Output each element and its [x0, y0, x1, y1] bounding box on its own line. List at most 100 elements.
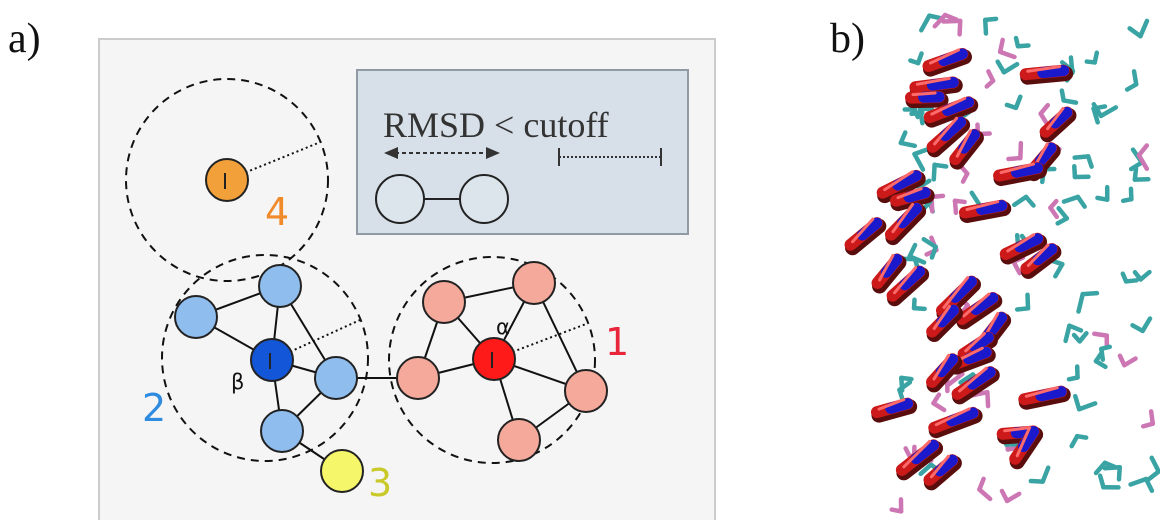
molecule-bond [1046, 106, 1065, 131]
molecule-bond [1049, 106, 1073, 129]
molecule-bond [1028, 478, 1046, 484]
molecule-bond [1048, 198, 1059, 211]
cluster-1-label: 1 [605, 320, 629, 364]
molecule-bond [958, 129, 980, 154]
molecule-bond [917, 106, 925, 126]
molecule-bond [929, 454, 950, 479]
molecule-bond [1037, 65, 1070, 79]
molecule-bond [932, 353, 951, 381]
cluster-2-nodes [174, 264, 358, 453]
cluster-1-nodes [396, 261, 608, 462]
cluster-2-label: 2 [142, 386, 166, 430]
molecule-bond [907, 254, 927, 265]
node-1 [396, 356, 440, 400]
molecule-bond [932, 162, 949, 169]
molecule-bond [918, 462, 934, 477]
molecule-bond [1076, 401, 1098, 412]
molecule-bond [1013, 35, 1021, 49]
molecule-bond [939, 116, 967, 142]
molecule-bond [977, 487, 993, 502]
molecule-bond [958, 372, 976, 385]
molecule-bond [941, 96, 975, 116]
molecule-bond [1124, 82, 1139, 92]
molecule-bond [915, 76, 951, 86]
molecule-bond [1116, 465, 1122, 482]
node-1-center [472, 337, 516, 381]
node-2 [314, 356, 358, 400]
molecule-bond [1127, 26, 1143, 39]
molecule-bond [1132, 270, 1143, 282]
molecule-bond [982, 312, 1008, 341]
molecule-bond [856, 217, 883, 241]
cluster-3-label: 3 [368, 461, 392, 505]
molecule-bond [997, 49, 1017, 60]
node-2 [174, 295, 218, 339]
molecule-bond [880, 253, 903, 278]
cutoff-bar-icon [558, 148, 662, 166]
molecule-bond [908, 58, 921, 66]
molecule-bond [930, 96, 967, 116]
molecule-bond [899, 375, 914, 382]
molecule-bond [984, 78, 996, 89]
molecule-bond [1025, 292, 1031, 311]
molecule-bond [952, 198, 967, 205]
molecule-bond [1006, 233, 1036, 253]
alpha-label: α [496, 315, 510, 339]
molecule-bond [897, 380, 913, 393]
molecule-bond [958, 366, 988, 393]
cluster-4: 4 [205, 140, 324, 234]
node-1 [564, 369, 608, 413]
molecular-render-icon [844, 12, 1160, 514]
molecule-bond [892, 170, 922, 191]
molecule-bond [1026, 243, 1050, 267]
molecule-bond [1128, 160, 1145, 172]
molecule-bond [932, 304, 951, 331]
molecule-bond [910, 439, 940, 465]
molecule-bond [877, 398, 906, 411]
molecule-bond [1074, 433, 1089, 440]
molecule-bond [1120, 196, 1134, 204]
molecule-bond [966, 366, 996, 390]
molecule-bond [912, 151, 926, 172]
molecule-bond [999, 162, 1036, 175]
molecule-bond [1091, 104, 1108, 111]
connected-circles-icon [375, 174, 509, 224]
molecule-bond [938, 48, 968, 67]
molecule-bond [982, 16, 999, 23]
molecule-bond [999, 488, 1010, 504]
molecule-bond [934, 454, 958, 477]
node-1 [422, 280, 466, 324]
molecule-bond [942, 12, 959, 22]
molecule-bond [1071, 332, 1082, 344]
molecule-bond [1097, 473, 1106, 490]
molecule-bond [962, 292, 991, 318]
molecule-bond [891, 202, 915, 234]
molecule-bond [1006, 155, 1023, 162]
molecule-bond [883, 170, 914, 192]
molecule-bond [1010, 162, 1044, 178]
molecule-bond [969, 332, 994, 353]
molecule-bond [1085, 154, 1094, 169]
node-4-center [205, 158, 249, 202]
molecule-bond [903, 187, 931, 203]
molecule-bond [1073, 393, 1082, 412]
molecule-bond [932, 12, 948, 29]
molecule-bond [1072, 154, 1091, 160]
molecule-bond [1140, 316, 1153, 334]
molecule-bond [885, 398, 914, 414]
molecule-bond [1035, 386, 1067, 402]
molecule-bond [942, 276, 970, 309]
molecule-bond [1063, 323, 1072, 344]
molecule-bond [926, 76, 959, 91]
molecule-bond [1120, 271, 1129, 284]
molecule-bond [1075, 194, 1087, 209]
molecule-bond [896, 187, 923, 200]
molecule-bond [1143, 476, 1155, 494]
molecule-bond [1026, 65, 1062, 73]
molecule-bond [1066, 375, 1080, 382]
legend-rmsd-text: RMSD < cutoff [383, 105, 609, 145]
molecule-bond [878, 253, 895, 282]
cluster-4-label: 4 [265, 190, 289, 234]
molecule-bond [912, 147, 931, 157]
molecule-bond [1067, 323, 1084, 333]
